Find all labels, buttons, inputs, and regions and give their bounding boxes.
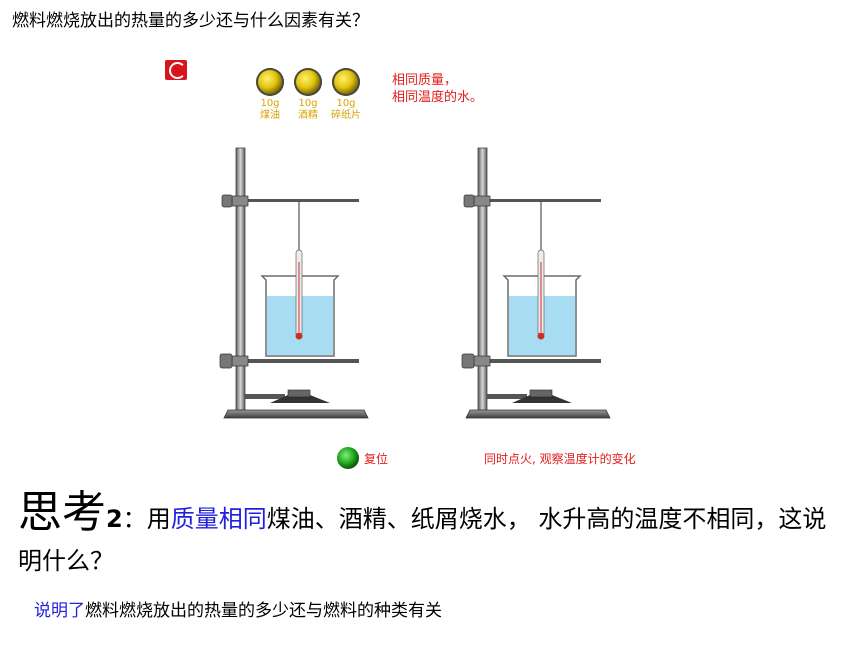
reset-button-icon[interactable] [337,447,359,469]
question-rest: 煤油、酒精、纸屑烧水， 水升高的温度不相同，这说明什么？ [18,505,827,575]
fuel-button-paper[interactable] [332,68,360,96]
question-text: 思考2：用质量相同煤油、酒精、纸屑烧水， 水升高的温度不相同，这说明什么？ [18,491,848,582]
condition-note-line-2: 相同温度的水。 [392,90,484,105]
fuel-mass: 10g [336,98,356,109]
reset-label[interactable]: 复位 [364,452,389,466]
condition-note-line-1: 相同质量， [392,73,458,88]
condition-note: 相同质量， 相同温度的水。 [392,72,483,106]
stand-right [461,147,611,419]
fuel-name: 酒精 [298,110,318,121]
slide-title: 燃料燃烧放出的热量的多少还与什么因素有关？ [12,11,369,31]
question-emphasis: 质量相同 [170,505,267,533]
fuel-button-alcohol[interactable] [294,68,322,96]
logo-icon [165,60,187,80]
fuel-mass: 10g [260,98,280,109]
fuel-mass: 10g [298,98,318,109]
fuel-name: 碎纸片 [331,110,361,121]
question-number: 2 [106,505,123,533]
question-colon: ：用 [122,505,171,533]
question-head: 思考 [18,487,106,538]
fuel-label-paper: 10g 碎纸片 [324,98,368,122]
ignite-note: 同时点火, 观察温度计的变化 [484,452,636,466]
answer-prefix: 说明了 [34,601,85,621]
fuel-name: 煤油 [260,110,280,121]
answer-text: 说明了燃料燃烧放出的热量的多少还与燃料的种类有关 [34,596,442,621]
fuel-button-kerosene[interactable] [256,68,284,96]
answer-rest: 燃料燃烧放出的热量的多少还与燃料的种类有关 [85,601,442,621]
fuel-label-kerosene: 10g 煤油 [248,98,292,122]
fuel-label-alcohol: 10g 酒精 [286,98,330,122]
stand-left [219,147,369,419]
